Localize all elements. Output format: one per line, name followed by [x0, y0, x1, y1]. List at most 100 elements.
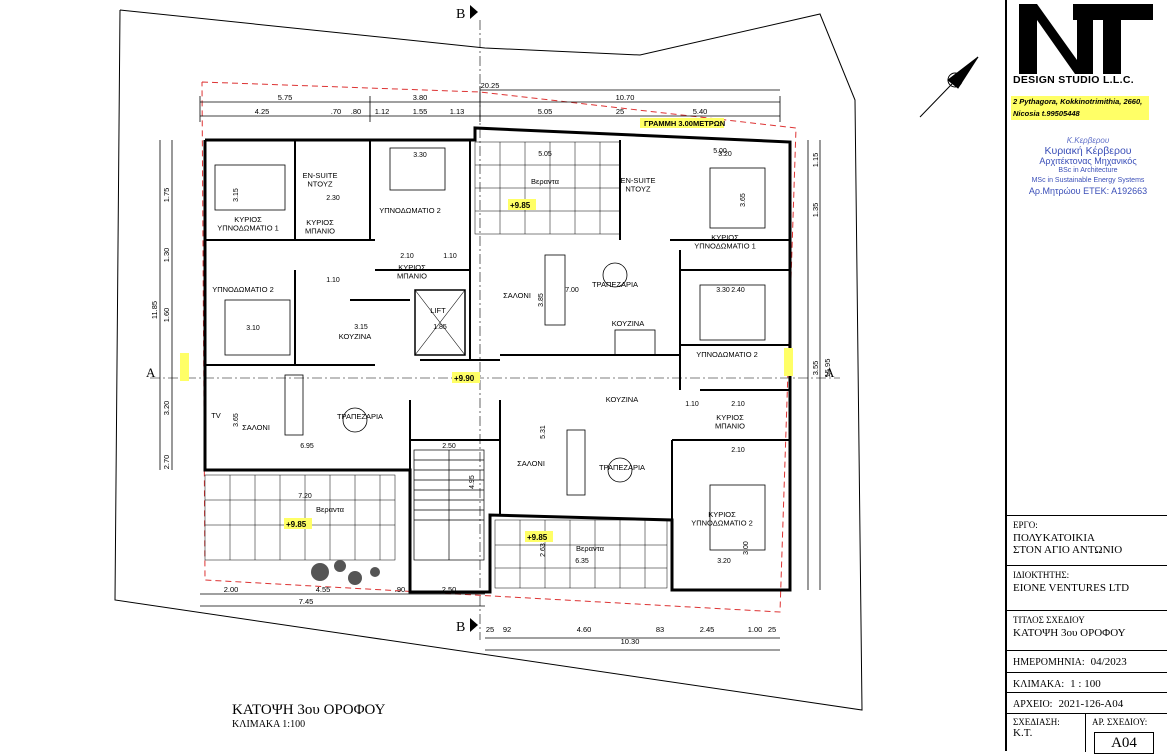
dimension-label: 92 — [503, 625, 511, 634]
dimension-label: 2.10 — [731, 447, 745, 454]
dimension-label: 4.95 — [469, 475, 476, 489]
file-value: 2021-126-Α04 — [1058, 698, 1124, 710]
room-label: Βεραντα — [531, 177, 560, 186]
dimension-label: 1.00 — [748, 625, 763, 634]
dimension-label: .90 — [395, 585, 405, 594]
drawing-caption: ΚΑΤΟΨΗ 3ου ΟΡΟΦΟΥ ΚΛΙΜΑΚΑ 1:100 — [232, 702, 385, 730]
dimension-label: 1.35 — [811, 203, 820, 218]
dimension-label: 7.20 — [298, 493, 312, 500]
dimension-label: 5.00 — [713, 148, 727, 155]
scale-row: ΚΛΙΜΑΚΑ:1 : 100 — [1007, 672, 1167, 694]
level-tag: +9.85 — [510, 201, 531, 210]
dimension-label: 2.50 — [442, 585, 457, 594]
dimension-label: 1.85 — [433, 324, 447, 331]
dimension-label: 5.75 — [278, 93, 293, 102]
svg-text:B: B — [456, 620, 465, 635]
dimension-label: 3.30 — [716, 287, 730, 294]
dimension-label: 3.20 — [718, 151, 732, 158]
sheet-cell: ΑΡ. ΣΧΕΔΙΟΥ: Α04 — [1085, 714, 1167, 754]
dimension-label: 2.30 — [326, 195, 340, 202]
dimension-label: 2.70 — [162, 455, 171, 470]
drawn-sheet-row: ΣΧΕΔΙΑΣΗ: Κ.Τ. ΑΡ. ΣΧΕΔΙΟΥ: Α04 — [1007, 713, 1167, 754]
dimension-label: 20.25 — [481, 81, 500, 90]
dimension-label: 3.65 — [740, 193, 747, 207]
lift-shaft — [414, 289, 466, 356]
svg-text:A: A — [825, 365, 835, 380]
dimension-label: 1.13 — [450, 107, 465, 116]
date-value: 04/2023 — [1090, 656, 1127, 668]
room-label: ΚΟΥΖΙΝΑ — [612, 319, 644, 328]
room-label: ΚΟΥΖΙΝΑ — [606, 395, 638, 404]
dimension-label: 5.05 — [538, 151, 552, 158]
dimension-label: 2.63 — [540, 543, 547, 557]
dimension-label: 3.65 — [233, 413, 240, 427]
dimension-label: 1.55 — [413, 107, 428, 116]
dimension-texts-inner: 3.30 5.05 3.20 3.15 2.30 2.10 1.10 1.10 … — [233, 148, 750, 565]
dimension-label: 11.85 — [150, 301, 159, 319]
dimension-label: 2.00 — [224, 585, 239, 594]
dimension-label: 10.70 — [616, 93, 635, 102]
dimension-label: 1.10 — [326, 277, 340, 284]
room-label: ΣΑΛΟΝΙ — [242, 423, 270, 432]
room-label: Βεραντα — [576, 544, 605, 553]
drawn-label: ΣΧΕΔΙΑΣΗ: — [1013, 717, 1060, 727]
date-row: ΗΜΕΡΟΜΗΝΙΑ: 04/2023 — [1007, 650, 1167, 672]
dimension-label: 3.80 — [413, 93, 428, 102]
dimension-label: 1.12 — [375, 107, 390, 116]
drawing-title-box: ΤΙΤΛΟΣ ΣΧΕΔΙΟΥ ΚΑΤΟΨΗ 3ου ΟΡΟΦΟΥ — [1007, 610, 1167, 649]
dimension-label: 15.95 — [823, 359, 832, 378]
dimension-label: 4.55 — [316, 585, 331, 594]
room-label: ΥΠΝΟΔΩΜΑΤΙΟ 2 — [696, 350, 758, 359]
room-label: ΤΡΑΠΕΖΑΡΙΑ — [337, 412, 383, 421]
dimension-label: 3.15 — [354, 324, 368, 331]
room-label: Βεραντα — [316, 505, 345, 514]
furniture-beds — [214, 147, 766, 551]
dimension-label: 2.10 — [731, 401, 745, 408]
room-label: ΣΑΛΟΝΙ — [517, 459, 545, 468]
level-tags: +9.85 +9.85 +9.90 +9.85 — [180, 199, 793, 542]
owner-value: EIONE VENTURES LTD — [1013, 582, 1130, 594]
architect-name: Κυριακή Κέρβερου — [1044, 145, 1132, 157]
dimension-label: 5.31 — [540, 425, 547, 439]
dimension-label: .70 — [331, 107, 341, 116]
dimension-label: 5.40 — [693, 107, 708, 116]
scale-value: 1 : 100 — [1070, 678, 1101, 690]
furniture-tables — [284, 254, 656, 496]
dimension-label: 2.45 — [700, 625, 715, 634]
caption-title: ΚΑΤΟΨΗ 3ου ΟΡΟΦΟΥ — [232, 702, 386, 718]
drawing-title-value: ΚΑΤΟΨΗ 3ου ΟΡΟΦΟΥ — [1013, 627, 1126, 639]
dimension-label: 25 — [768, 625, 776, 634]
svg-text:A: A — [146, 365, 156, 380]
dimension-label: 4.25 — [255, 107, 270, 116]
dimension-label: 4.60 — [577, 625, 592, 634]
dimension-label: 7.00 — [565, 287, 579, 294]
title-block: DESIGN STUDIO L.L.C. 2 Pythagora, Kokkin… — [1005, 0, 1167, 754]
dimension-label: .80 — [351, 107, 361, 116]
dimension-label: 3.10 — [246, 325, 260, 332]
dimension-label: 1.60 — [162, 308, 171, 323]
staircase — [413, 449, 485, 561]
dimension-texts: 5.75 3.80 20.25 10.70 4.25 .70 .80 1.12 … — [224, 81, 776, 646]
interior-walls — [205, 140, 790, 520]
date-label: ΗΜΕΡΟΜΗΝΙΑ: — [1013, 657, 1085, 668]
caption-scale: ΚΛΙΜΑΚΑ 1:100 — [232, 719, 306, 730]
dimension-label: 2.10 — [400, 253, 414, 260]
room-label: TV — [211, 411, 221, 420]
room-label: ΣΑΛΟΝΙ — [503, 291, 531, 300]
dimension-label: 1.10 — [685, 401, 699, 408]
dimension-label: 3.85 — [538, 293, 545, 307]
dimension-label: 1.15 — [811, 153, 820, 168]
room-label: ΥΠΝΟΔΩΜΑΤΙΟ 2 — [212, 285, 274, 294]
file-row: ΑΡΧΕΙΟ:2021-126-Α04 — [1007, 692, 1167, 714]
studio-name: DESIGN STUDIO L.L.C. — [1013, 74, 1134, 86]
floor-plan: B B A A ΓΡΑΜΜΗ 3.00ΜΕΤΡΩΝ +9.85 +9.85 +9… — [114, 5, 979, 711]
architect-signature: Κ.Κερβερου — [1066, 136, 1110, 145]
